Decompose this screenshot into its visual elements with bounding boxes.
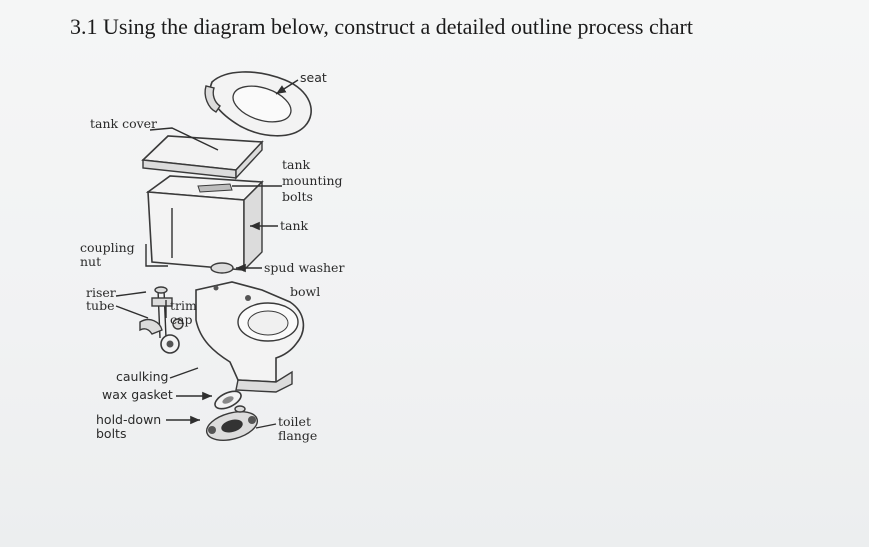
label-tank: tank	[280, 218, 309, 233]
label-riser-tube-2: tube	[86, 298, 114, 313]
label-coupling-nut-1: coupling	[80, 240, 135, 255]
toilet-flange-leader	[255, 423, 277, 429]
label-riser-tube-1: riser	[86, 285, 116, 300]
label-trim-cap-2: cap	[170, 312, 192, 327]
label-tank-cover: tank cover	[90, 116, 157, 131]
riser-tube-part	[139, 286, 184, 354]
label-wax-gasket: wax gasket	[102, 387, 173, 402]
tank-cover-leader	[149, 127, 219, 151]
label-tank-mounting-bolts-2: mounting	[282, 173, 343, 188]
label-hold-down-bolts-2: bolts	[96, 426, 126, 441]
label-bowl: bowl	[290, 284, 320, 299]
toilet-flange-part	[205, 405, 259, 441]
label-caulking: caulking	[116, 369, 169, 384]
label-toilet-flange-1: toilet	[278, 414, 311, 429]
label-hold-down-bolts-1: hold-down	[96, 412, 161, 427]
wax-gasket-part	[214, 390, 242, 410]
label-toilet-flange-2: flange	[278, 428, 317, 443]
coupling-nut-leader	[145, 244, 168, 267]
label-seat: seat	[300, 70, 327, 85]
seat-leader	[275, 79, 299, 95]
tube-leader	[115, 305, 149, 319]
label-trim-cap-1: trim	[170, 298, 197, 313]
tank-part	[145, 175, 264, 272]
bowl-part	[195, 281, 305, 393]
label-tank-mounting-bolts-1: tank	[282, 157, 311, 172]
label-coupling-nut-2: nut	[80, 254, 101, 269]
label-tank-mounting-bolts-3: bolts	[282, 189, 313, 204]
question-text: 3.1 Using the diagram below, construct a…	[70, 14, 693, 39]
label-spud-washer: spud washer	[264, 260, 344, 275]
riser-leader	[115, 291, 147, 297]
spud-washer-part	[210, 262, 234, 274]
tank-cover-part	[141, 135, 264, 180]
caulking-leader	[169, 367, 199, 379]
